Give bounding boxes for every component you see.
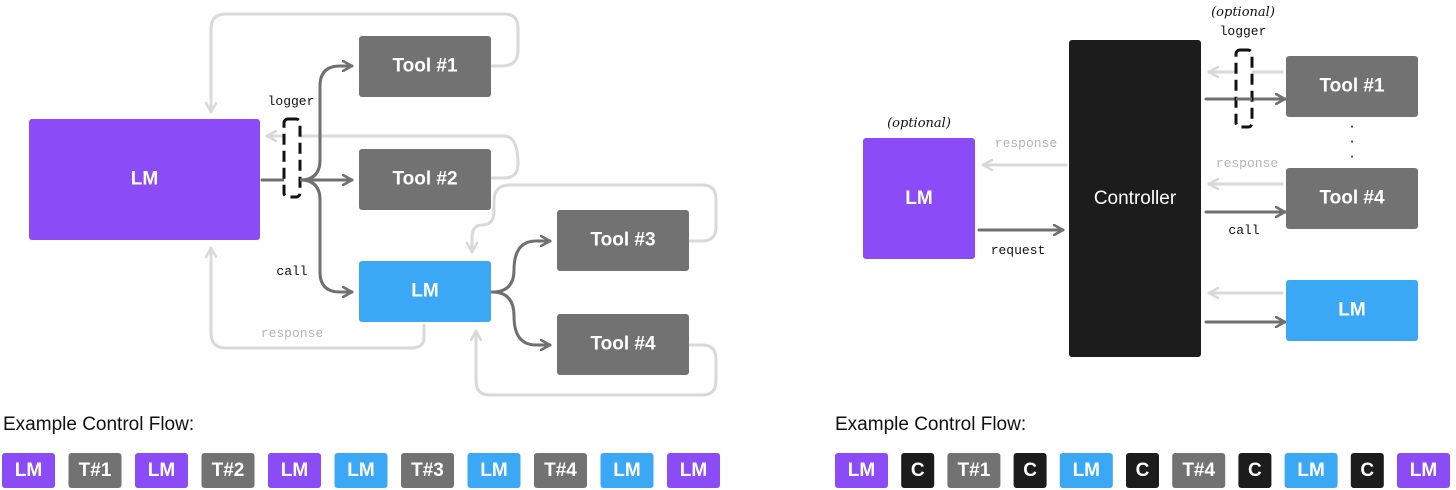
flow-chip-sub [334, 453, 388, 488]
flow-chip-tool [201, 453, 255, 488]
flow-chip-lm [1397, 453, 1450, 488]
flow-chip-lm [2, 453, 55, 488]
flow-chip-label: T#2 [212, 460, 245, 481]
controller-node [1069, 40, 1201, 357]
flow-chip-ctrl [1013, 453, 1047, 488]
logger-label-right: logger [1220, 24, 1267, 39]
flow-chip-label: LM [1073, 460, 1100, 481]
flow-chip-label: LM [281, 460, 308, 481]
flow-chip-label: LM [15, 460, 42, 481]
flow-chip-label: C [911, 460, 925, 481]
response-label: response [261, 326, 323, 341]
flow-chip-sub [1284, 453, 1338, 488]
sub-lm-node [359, 261, 491, 322]
ellipsis-dot-1: · [1348, 119, 1356, 134]
right-tool1-node [1286, 56, 1418, 117]
logger-tap-right [1234, 48, 1254, 129]
optional-logger-label: (optional) [1211, 5, 1275, 20]
left-flow-sequence: LM T#1 LM T#2 LM LM T#3 LM T#4 LM LM [2, 453, 720, 488]
flow-chip-ctrl [1238, 453, 1272, 488]
flow-chip-tool [534, 453, 587, 488]
tool1-node [359, 36, 491, 97]
logger-tap [282, 117, 302, 199]
main-lm-node [29, 119, 260, 240]
flow-chip-label: LM [1410, 460, 1437, 481]
flow-chip-ctrl [1350, 453, 1384, 488]
right-lm-label: LM [905, 188, 932, 209]
flow-chip-label: LM [480, 460, 507, 481]
tool2-node [359, 149, 491, 210]
right-flow-sequence: LM C T#1 C LM C T#4 C LM C LM [835, 453, 1450, 488]
right-sub-lm-node [1286, 280, 1418, 341]
flow-chip-lm [268, 453, 321, 488]
sub-lm-label: LM [411, 281, 438, 302]
response-label-left: response [995, 136, 1057, 151]
right-lm-node [863, 138, 975, 259]
tool4-label: Tool #4 [590, 334, 656, 355]
left-flow-title: Example Control Flow: [3, 414, 194, 435]
flow-chip-label: C [1023, 460, 1037, 481]
right-tool4-label: Tool #4 [1319, 188, 1385, 209]
flow-chip-label: LM [848, 460, 875, 481]
flow-chip-lm [835, 453, 888, 488]
optional-lm-label: (optional) [887, 116, 951, 131]
flow-chip-label: T#1 [958, 460, 991, 481]
call-arrow-tool4 [490, 290, 552, 345]
flow-chip-label: LM [613, 460, 640, 481]
call-label: call [276, 264, 307, 279]
call-arrow-tool3 [490, 241, 552, 294]
flow-chip-label: T#1 [79, 460, 112, 481]
flow-chip-label: C [1136, 460, 1150, 481]
response-label-right: response [1216, 156, 1278, 171]
tool3-node [557, 210, 689, 271]
call-label-right: call [1228, 223, 1259, 238]
flow-chip-label: T#4 [1182, 460, 1215, 481]
flow-chip-lm [135, 453, 188, 488]
flow-chip-lm [667, 453, 720, 488]
right-diagram: LM Controller Tool #1 Tool #4 LM · · · (… [835, 5, 1450, 488]
main-lm-label: LM [131, 169, 158, 190]
right-flow-title: Example Control Flow: [835, 414, 1026, 435]
tool2-response-arrow [265, 136, 520, 180]
tool3-label: Tool #3 [590, 230, 655, 251]
tool2-label: Tool #2 [392, 169, 457, 190]
flow-chip-label: C [1248, 460, 1262, 481]
flow-chip-label: LM [680, 460, 707, 481]
flow-chip-label: LM [347, 460, 374, 481]
right-tool1-label: Tool #1 [1319, 76, 1385, 97]
flow-chip-label: LM [1297, 460, 1324, 481]
flow-chip-ctrl [901, 453, 935, 488]
call-arrow-tool1 [298, 66, 354, 182]
flow-chip-tool [68, 453, 122, 488]
tool4-node [557, 314, 689, 375]
flow-chip-label: C [1360, 460, 1374, 481]
flow-chip-tool [1172, 453, 1226, 488]
tool3-response-arrow [472, 183, 718, 254]
flow-chip-label: LM [148, 460, 175, 481]
flow-chip-sub [1059, 453, 1113, 488]
flow-chip-ctrl [1126, 453, 1159, 488]
right-tool4-node [1286, 168, 1418, 229]
controller-label: Controller [1094, 188, 1177, 209]
call-arrow-sub-lm [298, 178, 354, 292]
ellipsis-dot-3: · [1348, 149, 1356, 164]
flow-chip-tool [401, 453, 454, 488]
tool1-label: Tool #1 [392, 56, 458, 77]
left-diagram: LM Tool #1 Tool #2 Tool #3 Tool #4 LM lo… [2, 12, 720, 488]
flow-chip-tool [947, 453, 1001, 488]
flow-chip-sub [467, 453, 521, 488]
tool4-response-arrow [476, 329, 718, 397]
tool1-response-arrow [211, 12, 520, 114]
right-sub-lm-label: LM [1338, 300, 1365, 321]
sub-lm-response-arrow [211, 246, 426, 350]
logger-label: logger [268, 94, 315, 109]
flow-chip-label: T#4 [544, 460, 577, 481]
flow-chip-sub [600, 453, 654, 488]
request-label: request [991, 243, 1046, 258]
ellipsis-dot-2: · [1348, 134, 1356, 149]
flow-chip-label: T#3 [411, 460, 444, 481]
